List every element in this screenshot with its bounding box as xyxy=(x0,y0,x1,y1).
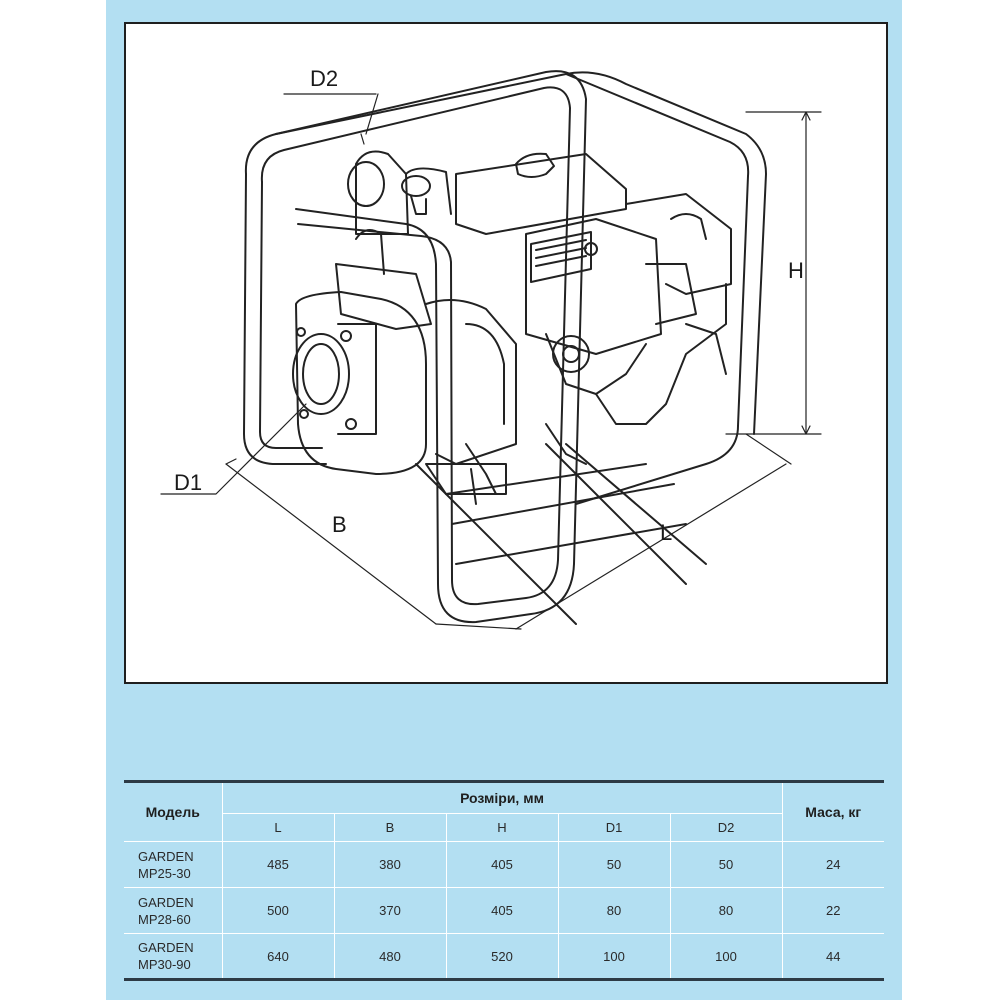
label-b: B xyxy=(332,512,347,537)
motor-pump-illustration xyxy=(160,70,822,630)
value-mass: 44 xyxy=(781,933,884,981)
value-l: 500 xyxy=(221,887,335,934)
column-header-d2: D2 xyxy=(669,813,782,842)
dimension-lines xyxy=(160,93,822,630)
pump-drawing-frame: D2 D1 B L H xyxy=(124,22,888,684)
value-b: 380 xyxy=(333,841,447,888)
value-l: 485 xyxy=(221,841,335,888)
column-header-l: L xyxy=(222,813,335,842)
column-header-b: B xyxy=(333,813,447,842)
model-header: Модель xyxy=(124,780,223,842)
value-d2: 50 xyxy=(669,841,783,888)
value-d2: 100 xyxy=(669,933,783,981)
label-d1: D1 xyxy=(174,470,203,495)
value-l: 640 xyxy=(221,933,335,981)
value-d1: 50 xyxy=(557,841,671,888)
label-l: L xyxy=(660,520,673,545)
column-header-h: H xyxy=(445,813,559,842)
dimensions-header: Розміри, мм xyxy=(221,780,783,814)
value-d1: 80 xyxy=(557,887,671,934)
value-h: 405 xyxy=(445,887,559,934)
pump-housing xyxy=(292,150,517,495)
engine-block xyxy=(455,152,732,505)
value-mass: 24 xyxy=(781,841,884,888)
pump-frame xyxy=(243,70,767,625)
label-d2: D2 xyxy=(310,66,339,91)
value-h: 520 xyxy=(445,933,559,981)
value-mass: 22 xyxy=(781,887,884,934)
mass-header: Маса, кг xyxy=(781,780,884,842)
value-h: 405 xyxy=(445,841,559,888)
column-header-d1: D1 xyxy=(557,813,671,842)
label-h: H xyxy=(788,258,804,283)
value-d1: 100 xyxy=(557,933,671,981)
value-b: 370 xyxy=(333,887,447,934)
value-d2: 80 xyxy=(669,887,783,934)
value-b: 480 xyxy=(333,933,447,981)
specification-table: Модель Розміри, мм Маса, кг L B H D1 D2 … xyxy=(124,780,884,981)
